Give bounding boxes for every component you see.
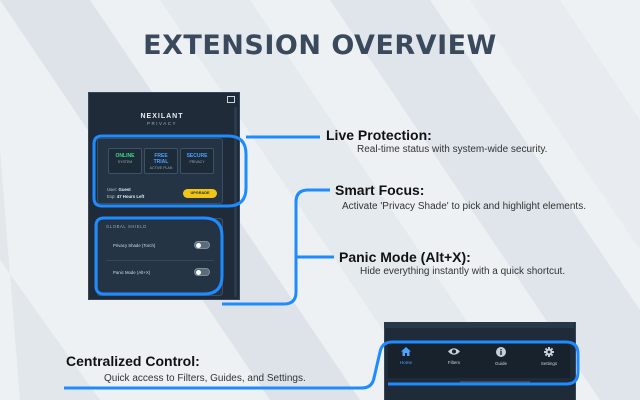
user-value: Guest [118, 187, 131, 192]
status-label: SYSTEM [117, 160, 133, 164]
toggle-knob [196, 243, 201, 248]
panic-mode-label: Panic Mode (Alt+X) [113, 270, 151, 275]
bottom-navbar [388, 341, 570, 378]
home-icon [401, 347, 411, 356]
status-value: FREE TRIAL [153, 153, 169, 165]
expiry-line: Exp: 47 Hours Left [107, 194, 144, 199]
status-tile-system: ONLINE SYSTEM [108, 148, 142, 174]
user-line: User: Guest [107, 187, 131, 192]
nav-label: Settings [540, 361, 558, 366]
nav-label: Guide [494, 361, 507, 366]
toggle-knob [196, 270, 201, 275]
page-title: EXTENSION OVERVIEW [143, 30, 497, 61]
panel-edge [384, 322, 574, 328]
nav-filters[interactable]: Filters [436, 347, 472, 365]
callout-title-smart-focus: Smart Focus: [335, 182, 425, 198]
status-label: PRIVACY [189, 160, 205, 164]
status-value: SECURE [186, 153, 208, 159]
brand-header: NEXILANT PRIVACY [89, 113, 235, 126]
callout-title-live-protection: Live Protection: [326, 127, 432, 143]
status-tile-privacy: SECURE PRIVACY [180, 148, 214, 174]
callout-desc-smart-focus: Activate 'Privacy Shade' to pick and hig… [342, 201, 586, 212]
callout-desc-centralized-control: Quick access to Filters, Guides, and Set… [104, 373, 306, 384]
panic-mode-toggle[interactable] [194, 268, 210, 276]
status-value: ONLINE [115, 153, 135, 159]
callout-desc-panic-mode: Hide everything instantly with a quick s… [360, 266, 566, 277]
upgrade-button[interactable]: UPGRADE [183, 189, 217, 198]
shield-title: GLOBAL SHIELD [106, 224, 147, 229]
status-tile-plan: FREE TRIAL ACTIVE PLAN [144, 148, 178, 174]
nav-home[interactable]: Home [388, 347, 424, 365]
divider [106, 260, 214, 261]
global-shield-card [97, 218, 223, 296]
window-restore-icon[interactable] [227, 96, 235, 103]
brand-name: NEXILANT [140, 113, 184, 120]
callout-desc-live-protection: Real-time status with system-wide securi… [357, 144, 548, 155]
status-label: ACTIVE PLAN [149, 166, 173, 170]
eye-icon [448, 348, 460, 355]
expiry-value: 47 Hours Left [116, 194, 145, 199]
expiry-label: Exp: [107, 194, 116, 199]
panel-scrollbar[interactable] [234, 107, 237, 297]
gear-icon [544, 347, 554, 357]
nav-label: Filters [447, 360, 461, 365]
nav-guide[interactable]: Guide [483, 347, 519, 366]
nav-settings[interactable]: Settings [531, 347, 567, 366]
info-icon [496, 347, 506, 357]
privacy-shade-toggle[interactable] [194, 241, 210, 249]
callout-title-panic-mode: Panic Mode (Alt+X): [339, 249, 471, 265]
brand-subtitle: PRIVACY [147, 121, 177, 126]
nav-label: Home [399, 360, 412, 365]
callout-title-centralized-control: Centralized Control: [66, 353, 200, 369]
privacy-shade-label: Privacy Shade (Torch) [113, 243, 156, 248]
user-label: User: [107, 187, 118, 192]
upgrade-label: UPGRADE [190, 191, 210, 195]
